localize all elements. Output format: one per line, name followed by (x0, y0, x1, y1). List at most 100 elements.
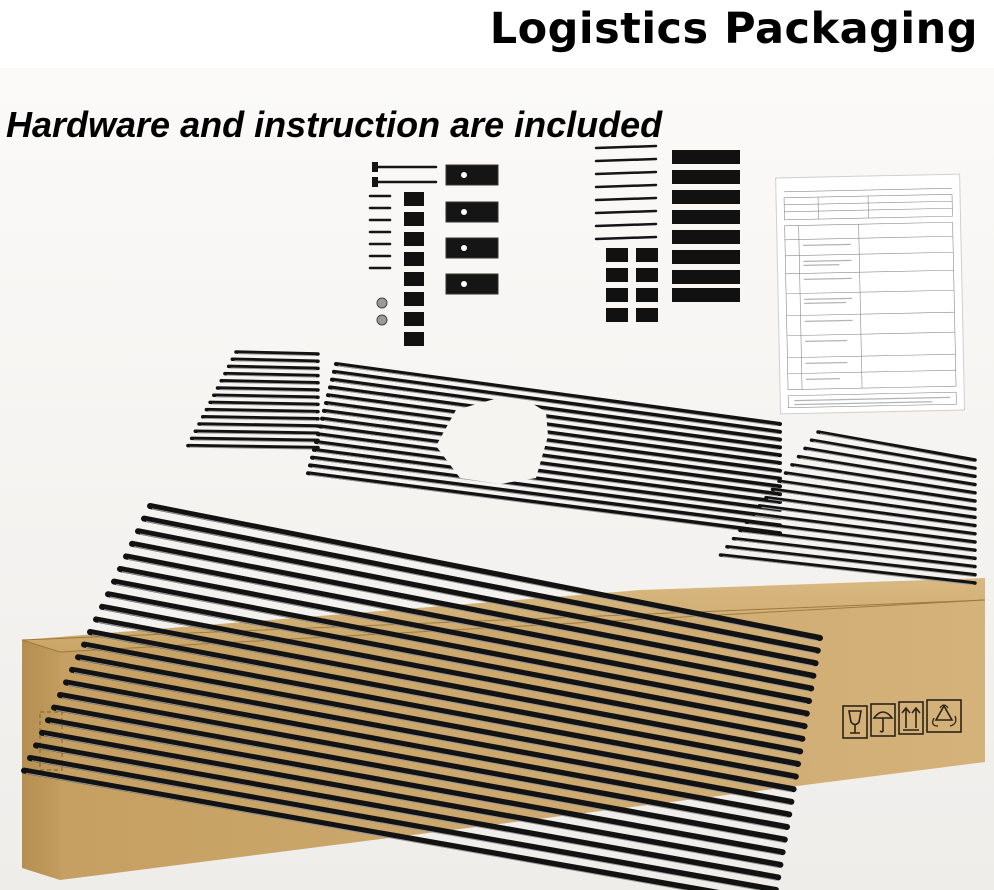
grille-bar-highlight (37, 747, 777, 881)
grille-bar-highlight (315, 451, 779, 513)
grille-bar-highlight (219, 389, 317, 393)
grille-bar-highlight (767, 498, 974, 528)
title-banner: Logistics Packaging (0, 0, 994, 68)
keep-dry-umbrella-icon (870, 703, 896, 737)
grille-insert-center (306, 362, 782, 536)
grille-bar (731, 536, 977, 569)
grille-bar-highlight (193, 439, 317, 443)
grille-bar (33, 742, 782, 881)
grille-bar-highlight (722, 556, 974, 586)
grille-bar (234, 350, 320, 356)
grille-bar (330, 377, 782, 442)
grille-bar (326, 393, 782, 458)
grille-bar-highlight (230, 367, 317, 371)
grille-bar-highlight (325, 412, 779, 474)
grille-bar (51, 704, 788, 843)
grille-bar (45, 717, 786, 856)
grille-bar (230, 357, 320, 363)
grille-bar (310, 455, 782, 520)
grille-bar (790, 463, 977, 495)
grille-bar (816, 430, 977, 462)
grille-bar (796, 454, 977, 487)
grille-bar (328, 385, 782, 450)
grille-bar-highlight (215, 396, 317, 400)
grille-bar (63, 679, 793, 818)
grille-bar (215, 386, 320, 392)
grille-bar-highlight (335, 373, 779, 435)
grille-bar (123, 553, 815, 692)
grille-bar-highlight (735, 539, 974, 569)
grille-bar (186, 443, 320, 450)
grille-insert-main (21, 503, 823, 890)
recycle-icon (926, 699, 962, 733)
grille-bar-highlight (780, 482, 974, 512)
grille-bar-highlight (67, 684, 788, 818)
grille-bar (226, 364, 320, 371)
grille-bar-highlight (323, 419, 779, 481)
grille-bar (764, 495, 977, 528)
grille-bar (725, 545, 977, 577)
grille-bar-highlight (103, 609, 801, 742)
grille-bar-highlight (321, 427, 779, 489)
page-title: Logistics Packaging (489, 4, 978, 54)
grille-bar (777, 479, 977, 511)
grille-bar-highlight (151, 508, 819, 642)
grille-bar-highlight (787, 474, 974, 504)
grille-bar-highlight (337, 365, 779, 427)
grille-bar-highlight (237, 353, 317, 357)
grille-bar-highlight (806, 449, 974, 479)
grille-bar-highlight (754, 515, 974, 545)
grille-bar (803, 446, 977, 479)
grille-bar (770, 487, 977, 520)
grille-bar-highlight (109, 596, 803, 730)
grille-bar-highlight (234, 360, 317, 364)
grille-bar (322, 408, 782, 473)
grille-bar-highlight (121, 571, 808, 705)
grille-bar-highlight (774, 490, 974, 520)
grille-bar (69, 666, 795, 805)
grille-bar-highlight (139, 533, 814, 667)
grille-bar-highlight (127, 558, 810, 692)
grille-bar (21, 767, 720, 890)
grille-bar (312, 447, 782, 512)
grille-bar (751, 512, 977, 544)
grille-bar-highlight (223, 381, 317, 385)
grille-bar (189, 436, 320, 443)
grille-insert-small-right (718, 430, 977, 586)
grille-bar (204, 407, 320, 414)
grille-bar-highlight (79, 659, 792, 793)
grille-bar (308, 463, 782, 528)
grille-bar-highlight (311, 466, 779, 528)
grille-bar (320, 416, 782, 481)
grille-bar-highlight (329, 396, 779, 458)
grille-bar (718, 553, 977, 585)
grille-bar (105, 591, 808, 730)
grille-bar (81, 641, 799, 780)
grille-bar (223, 371, 320, 378)
grille-bar (193, 429, 320, 435)
grille-bar-highlight (212, 403, 317, 407)
grille-bar (324, 401, 782, 465)
grille-bar-highlight (761, 506, 974, 536)
grille-bar-highlight (115, 583, 805, 717)
grille-bar-highlight (813, 441, 974, 471)
grille-bar-highlight (145, 520, 816, 654)
grille-bar (87, 629, 801, 767)
grille-bar (75, 654, 797, 793)
grille-bar-highlight (133, 546, 812, 679)
grille-bar-highlight (43, 735, 779, 868)
grille-bar (200, 415, 320, 421)
grille-bar-highlight (317, 443, 779, 505)
grille-bar-highlight (728, 547, 974, 577)
grille-bar (141, 515, 821, 654)
grille-bar (27, 755, 779, 890)
grille-bar-highlight (748, 523, 974, 553)
grille-bar-highlight (793, 465, 974, 495)
grille-bar-highlight (313, 458, 779, 520)
grille-bar-highlight (49, 722, 781, 856)
grille-bar (744, 520, 977, 552)
grille-bar (99, 603, 806, 742)
hardware-set-right (594, 144, 740, 322)
grille-bar (135, 528, 819, 667)
